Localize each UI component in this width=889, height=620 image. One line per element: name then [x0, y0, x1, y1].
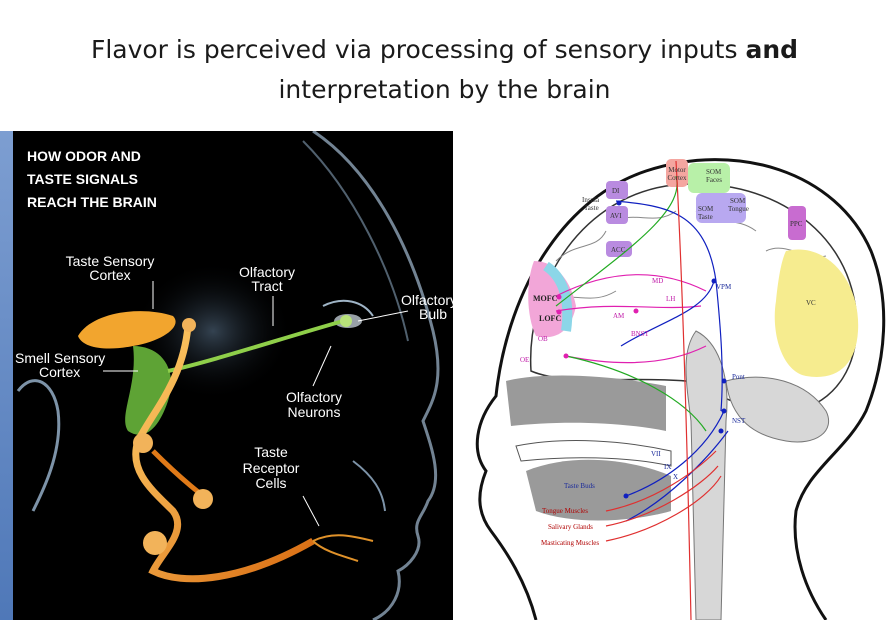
bnst-label: BNST — [631, 330, 650, 338]
ganglion-1 — [133, 433, 153, 453]
vpm-label: VPM — [716, 283, 732, 291]
di-region — [606, 181, 628, 199]
lh-label: LH — [666, 295, 675, 303]
olfactory-tract-label-1: Olfactory — [239, 264, 295, 280]
ganglion-3 — [143, 531, 167, 555]
am-label: AM — [613, 312, 625, 320]
olfactory-neurons-label-2: Neurons — [288, 404, 341, 420]
acc-region — [606, 241, 632, 257]
olfactory-bulb-label-1: Olfactory — [401, 292, 453, 308]
olfactory-neurons-label-1: Olfactory — [286, 389, 342, 405]
som-taste-label-1: SOM — [698, 205, 714, 213]
insula-taste-label-2: Taste — [584, 204, 599, 212]
ppc-label: PPC — [790, 220, 803, 228]
ganglion-2 — [193, 489, 213, 509]
brainstem — [685, 330, 728, 620]
nasal-cavity — [506, 375, 666, 431]
taste-sensory-cortex-label-2: Cortex — [89, 267, 130, 283]
taste-buds-label: Taste Buds — [564, 482, 595, 490]
olfactory-bulb-dot — [340, 315, 352, 327]
avi-label: AVI — [610, 212, 622, 220]
title-line-1: Flavor is perceived via processing of se… — [90, 35, 799, 64]
som-tongue-region — [696, 193, 746, 223]
vc-label: VC — [806, 299, 816, 307]
title-bold-word: and — [745, 35, 799, 64]
taste-receptor-cells-label-3: Cells — [255, 475, 286, 491]
masticating-muscles-label: Masticating Muscles — [541, 539, 599, 547]
taste-receptor-cells-label-1: Taste — [254, 444, 288, 460]
brain-pathway-diagram: Motor Cortex SOM Faces SOM Tongue SOM Ta… — [466, 131, 889, 620]
insula-taste-label-1: Insula — [582, 196, 600, 204]
mofc-label: MOFC — [533, 294, 558, 303]
pathway-lines — [555, 160, 729, 620]
figure-heading-line-2: TASTE SIGNALS — [27, 171, 138, 187]
motor-cortex-label-1: Motor — [668, 166, 686, 174]
slide-accent-bar — [0, 131, 13, 620]
lofc-label: LOFC — [539, 314, 561, 323]
x-label: X — [673, 473, 678, 481]
oe-label: OE — [520, 356, 529, 364]
pont-label: Pont — [732, 373, 745, 381]
figure-heading-line-3: REACH THE BRAIN — [27, 194, 157, 210]
smell-sensory-cortex-label-2: Cortex — [39, 364, 80, 380]
odor-taste-pathway-figure: HOW ODOR AND TASTE SIGNALS REACH THE BRA… — [13, 131, 453, 620]
motor-cortex-label-2: Cortex — [667, 174, 687, 182]
som-faces-region — [688, 163, 730, 193]
olfactory-tract-label-2: Tract — [251, 278, 282, 294]
di-label: DI — [612, 187, 620, 195]
pathway-nodes — [616, 200, 727, 499]
taste-receptor-cells-label-2: Receptor — [243, 460, 300, 476]
taste-sensory-cortex-shape — [78, 311, 176, 349]
tongue-muscles-label: Tongue Muscles — [542, 507, 588, 515]
salivary-glands-label: Salivary Glands — [548, 523, 593, 531]
acc-label: ACC — [611, 246, 626, 254]
olfactory-tract-line — [167, 319, 344, 373]
smell-sensory-cortex-shape — [125, 346, 172, 435]
som-faces-label-1: SOM — [706, 168, 722, 176]
taste-nerve-line — [132, 325, 315, 583]
som-tongue-label-2: Tongue — [728, 205, 749, 213]
som-faces-label-2: Faces — [706, 176, 722, 184]
nst-label: NST — [732, 417, 746, 425]
mouth-cavity — [515, 440, 672, 467]
visual-cortex-region — [774, 249, 859, 377]
title-line-2: interpretation by the brain — [278, 75, 611, 104]
slide-title: Flavor is perceived via processing of se… — [40, 30, 849, 110]
ppc-region — [788, 206, 806, 240]
ix-label: IX — [664, 463, 671, 471]
label-pointers — [103, 281, 409, 527]
figure-heading-line-1: HOW ODOR AND — [27, 148, 141, 164]
smell-sensory-cortex-label-1: Smell Sensory — [15, 350, 105, 366]
som-tongue-label-1: SOM — [730, 197, 746, 205]
vii-label: VII — [651, 450, 661, 458]
cerebellum — [725, 376, 829, 443]
ob-label: OB — [538, 335, 548, 343]
taste-sensory-cortex-label-1: Taste Sensory — [66, 253, 155, 269]
som-taste-label-2: Taste — [698, 213, 713, 221]
avi-region — [606, 206, 628, 224]
tongue — [526, 459, 671, 521]
olfactory-bulb-label-2: Bulb — [419, 306, 447, 322]
pathway-nodes-magenta — [556, 294, 639, 359]
md-label: MD — [652, 277, 663, 285]
face-silhouette — [16, 131, 440, 620]
ganglion-4 — [182, 318, 196, 332]
